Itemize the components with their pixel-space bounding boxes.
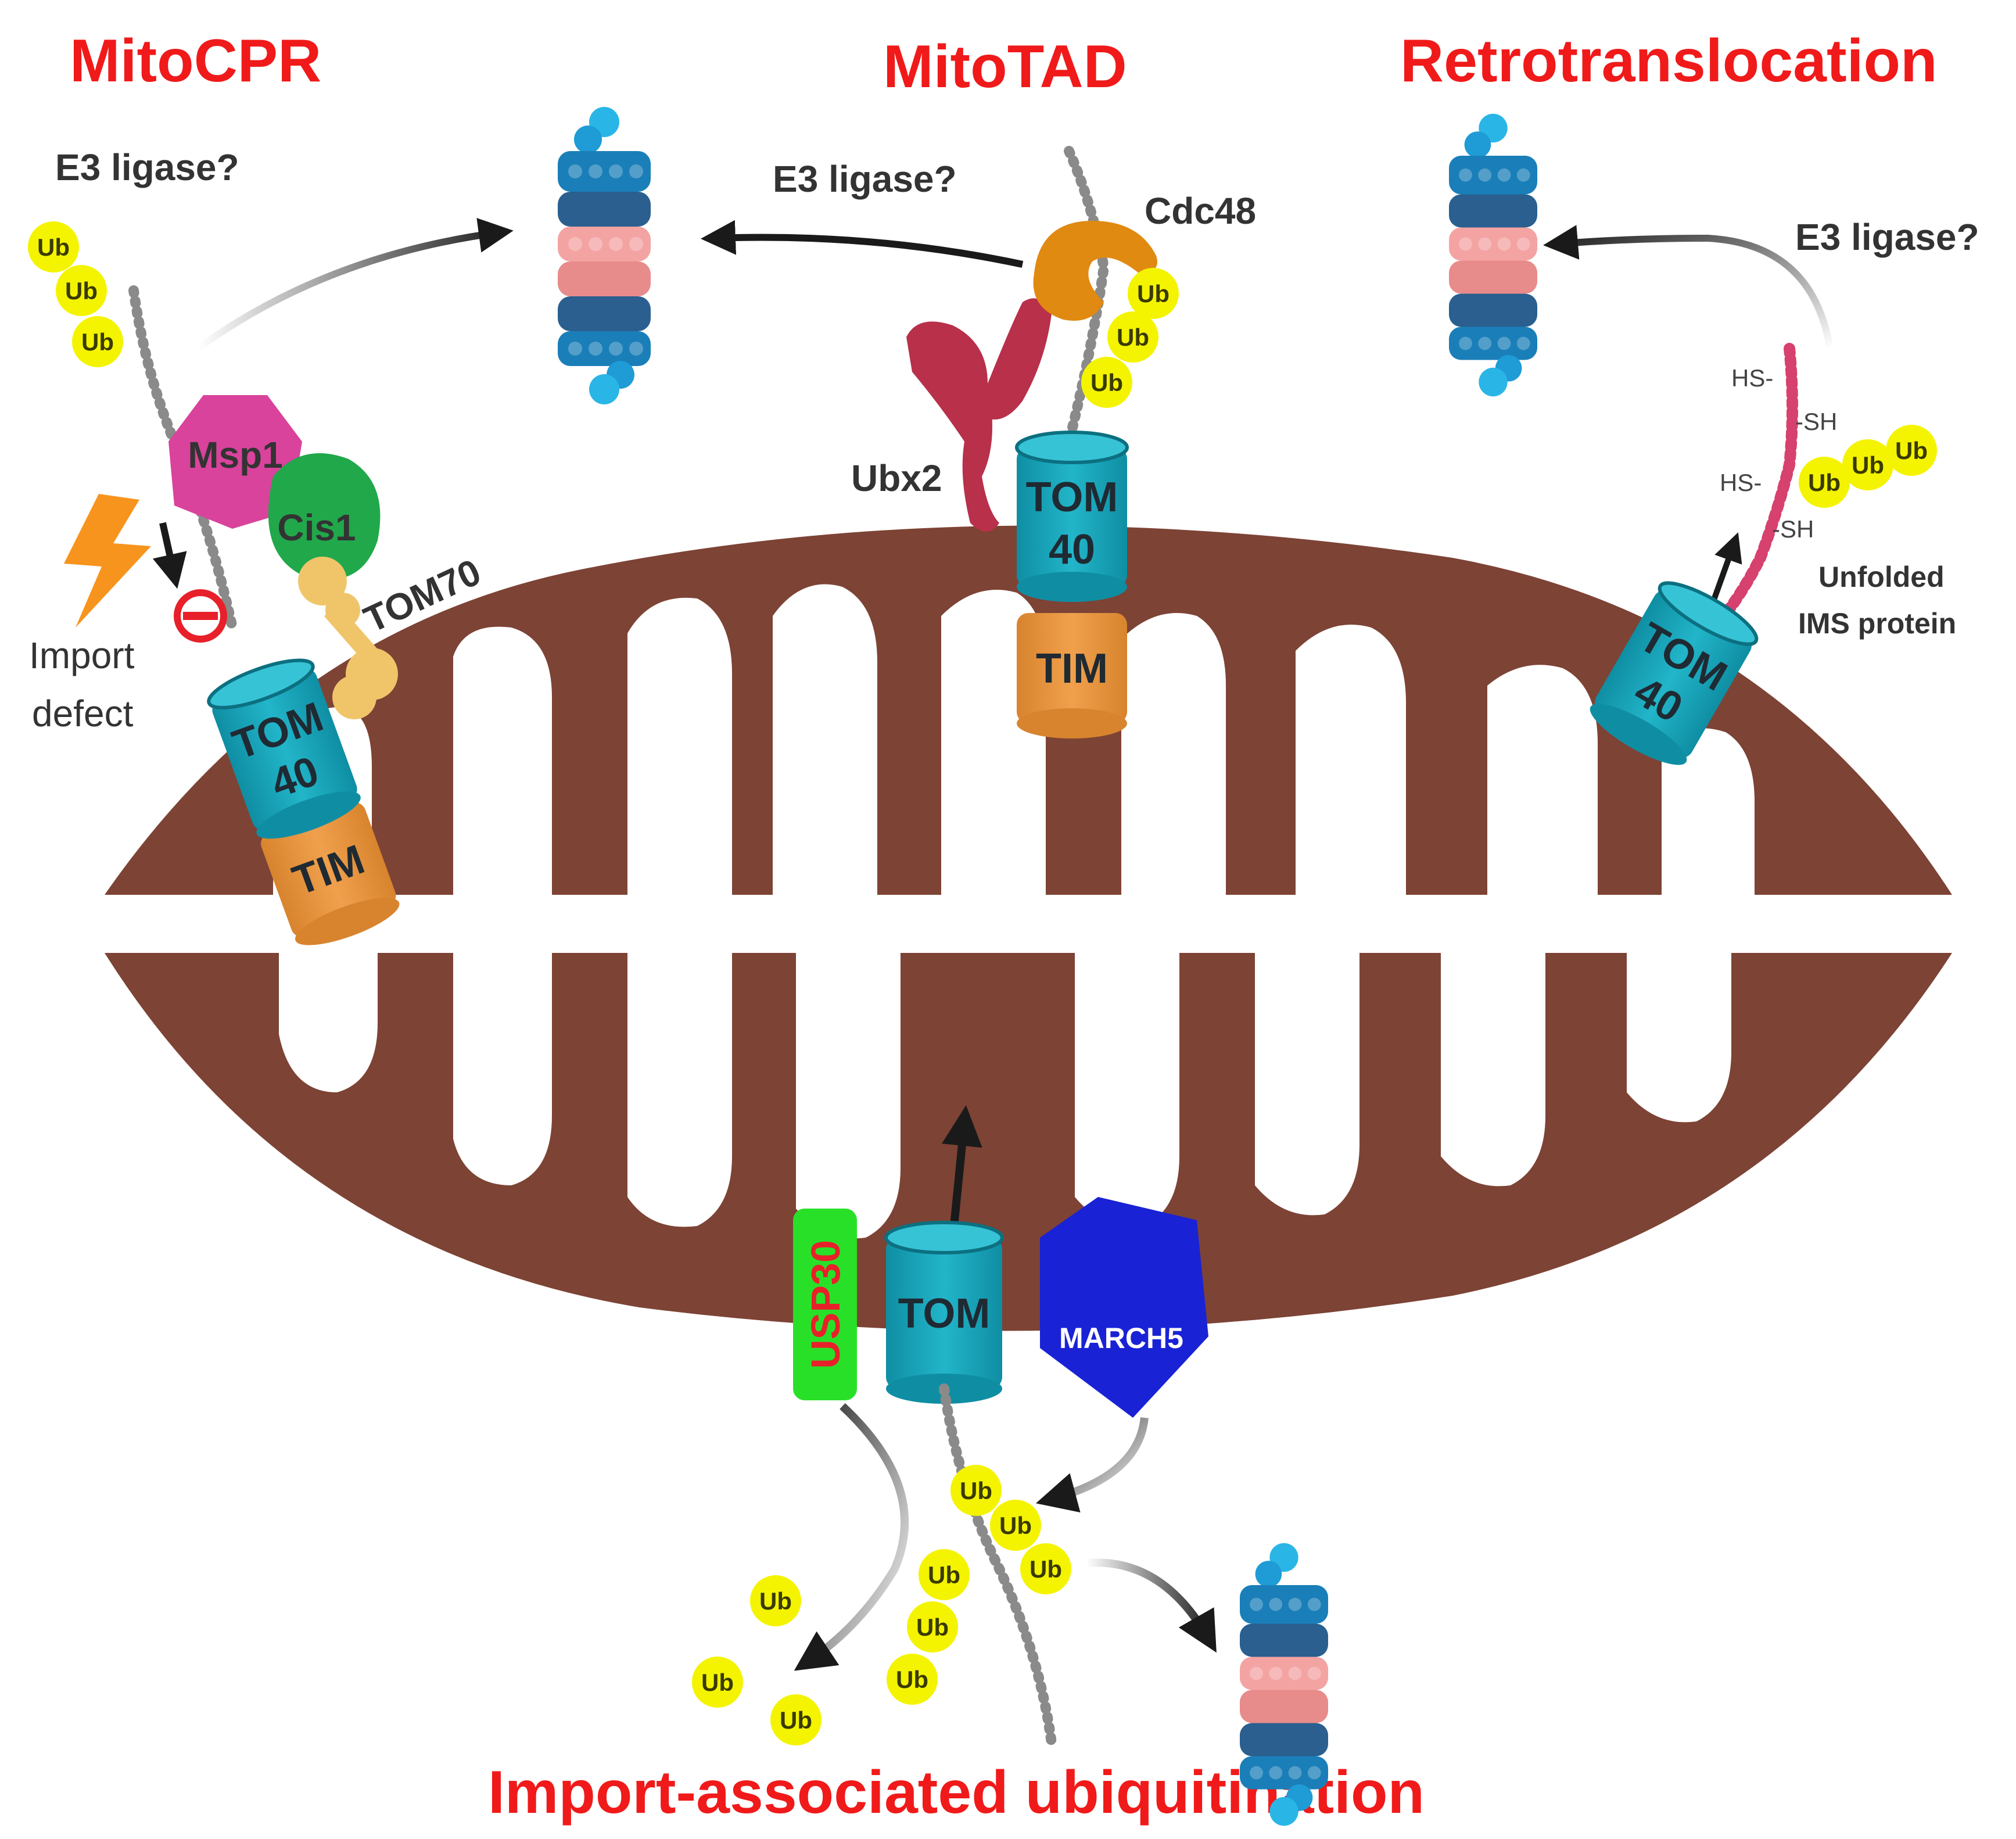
ubiquitin-icon: Ub xyxy=(1128,268,1179,319)
ubiquitin-icon: Ub xyxy=(770,1694,822,1745)
ub-label: Ub xyxy=(759,1587,792,1615)
ub-label: Ub xyxy=(81,328,114,356)
ubx2-complex xyxy=(906,298,1052,532)
import-defect-label-line2: defect xyxy=(32,693,134,734)
import-arrow-up xyxy=(941,1105,982,1238)
ubiquitin-icon: Ub xyxy=(72,316,123,367)
arrow-mitocpr-to-proteasome xyxy=(195,218,514,352)
hs-label-1: HS- xyxy=(1731,364,1773,392)
ubiquitin-icon: Ub xyxy=(1799,457,1850,508)
tom40-tim-middle: TIM TOM 40 xyxy=(1017,432,1127,739)
ubiquitin-icon: Ub xyxy=(56,265,107,316)
title-mitotad: MitoTAD xyxy=(883,33,1127,101)
ubiquitin-icon: Ub xyxy=(1020,1543,1071,1594)
proteasome-icon xyxy=(1240,1543,1328,1826)
mitochondrion xyxy=(105,525,1952,1331)
tom40-label-middle-line2: 40 xyxy=(1049,526,1095,573)
ub-label: Ub xyxy=(960,1477,992,1504)
ubiquitin-icon: Ub xyxy=(750,1575,801,1626)
ubiquitin-icon: Ub xyxy=(887,1654,938,1705)
ubiquitin-chain-middle: Ub Ub Ub xyxy=(1081,268,1179,408)
label-e3-ligase-right: E3 ligase? xyxy=(1795,216,1979,258)
unfolded-ims-label-line1: Unfolded xyxy=(1818,561,1945,593)
arrow-march5-ubiquitination xyxy=(1035,1417,1149,1512)
ub-label: Ub xyxy=(999,1512,1032,1539)
cdc48-label: Cdc48 xyxy=(1145,190,1256,232)
ub-label: Ub xyxy=(916,1614,949,1641)
substrate-chain-middle xyxy=(1064,146,1110,447)
unfolded-ims-protein-chain xyxy=(1714,343,1798,628)
tom-label-bottom: TOM xyxy=(898,1290,991,1337)
usp30-complex: USP30 xyxy=(793,1209,857,1400)
ubiquitin-icon: Ub xyxy=(1107,311,1158,363)
msp1-complex: Msp1 xyxy=(168,395,302,529)
cis1-complex: Cis1 xyxy=(268,453,381,580)
march5-label: MARCH5 xyxy=(1059,1322,1183,1354)
proteasome-icon xyxy=(1449,113,1537,397)
title-mitocpr: MitoCPR xyxy=(70,27,321,95)
cristae-lower xyxy=(279,953,1731,1239)
lightning-icon xyxy=(64,494,151,628)
tim-label-middle: TIM xyxy=(1036,646,1108,692)
msp1-label: Msp1 xyxy=(188,434,283,476)
cis1-label: Cis1 xyxy=(277,507,356,549)
unfolded-ims-label-line2: IMS protein xyxy=(1798,607,1956,640)
tom40-label-middle-line1: TOM xyxy=(1026,474,1118,521)
ub-label: Ub xyxy=(1090,369,1123,396)
import-defect-label-line1: Import xyxy=(29,634,135,676)
proteasome-icon xyxy=(558,107,651,404)
ub-label: Ub xyxy=(896,1666,928,1693)
ubiquitin-icon: Ub xyxy=(950,1465,1002,1516)
ub-label: Ub xyxy=(65,277,98,304)
ubiquitin-chain-left: Ub Ub Ub xyxy=(28,221,123,367)
cristae-upper xyxy=(273,584,1755,895)
ubiquitin-icon: Ub xyxy=(1081,357,1132,408)
sh-label-2: -SH xyxy=(1772,515,1814,543)
usp30-label: USP30 xyxy=(803,1240,848,1369)
ubiquitin-icon: Ub xyxy=(1842,439,1893,490)
sh-label-1: -SH xyxy=(1795,408,1837,435)
ub-label: Ub xyxy=(780,1707,812,1734)
ubiquitin-icon: Ub xyxy=(692,1657,743,1708)
ubiquitin-chain-right: Ub Ub Ub xyxy=(1799,425,1937,508)
ub-label: Ub xyxy=(1808,469,1841,496)
arrow-to-proteasome-bottom xyxy=(1086,1558,1217,1653)
ub-label: Ub xyxy=(928,1561,960,1589)
tom-bottom: TOM xyxy=(884,1221,1004,1404)
ubiquitin-icon: Ub xyxy=(919,1549,970,1600)
title-retrotranslocation: Retrotranslocation xyxy=(1400,27,1938,95)
hs-label-2: HS- xyxy=(1720,469,1762,496)
tom40-right: TOM 40 xyxy=(1583,573,1764,775)
ub-label: Ub xyxy=(1029,1555,1062,1583)
label-e3-ligase-middle: E3 ligase? xyxy=(773,158,957,200)
arrow-usp30-deubiquitination xyxy=(794,1403,909,1671)
ubx2-label: Ubx2 xyxy=(851,457,942,499)
ub-label: Ub xyxy=(701,1669,734,1696)
ubiquitin-icon: Ub xyxy=(1886,425,1937,476)
march5-complex: MARCH5 xyxy=(1040,1197,1208,1418)
label-e3-ligase-left: E3 ligase? xyxy=(55,146,239,188)
tom40-tim-left: TIM TOM 40 xyxy=(204,651,404,955)
free-ubiquitins: Ub Ub Ub xyxy=(692,1575,822,1745)
ubiquitin-icon: Ub xyxy=(907,1601,958,1652)
ubiquitin-icon: Ub xyxy=(28,221,79,273)
cdc48-complex xyxy=(1033,221,1157,321)
no-entry-icon xyxy=(174,589,227,643)
ub-label: Ub xyxy=(37,234,70,261)
arrow-retro-to-proteasome xyxy=(1543,225,1834,349)
ub-label: Ub xyxy=(1117,324,1149,351)
ubiquitin-cluster-bottom: Ub Ub Ub Ub Ub Ub xyxy=(887,1465,1071,1705)
substrate-chain-bottom xyxy=(939,1383,1057,1748)
tom70-complex xyxy=(298,557,398,719)
arrow-mitotad-to-proteasome xyxy=(701,220,1024,268)
ubiquitin-icon: Ub xyxy=(990,1500,1041,1551)
ub-label: Ub xyxy=(1137,280,1170,307)
ub-label: Ub xyxy=(1895,437,1928,464)
ub-label: Ub xyxy=(1852,451,1884,479)
import-block-arrow xyxy=(152,522,187,589)
